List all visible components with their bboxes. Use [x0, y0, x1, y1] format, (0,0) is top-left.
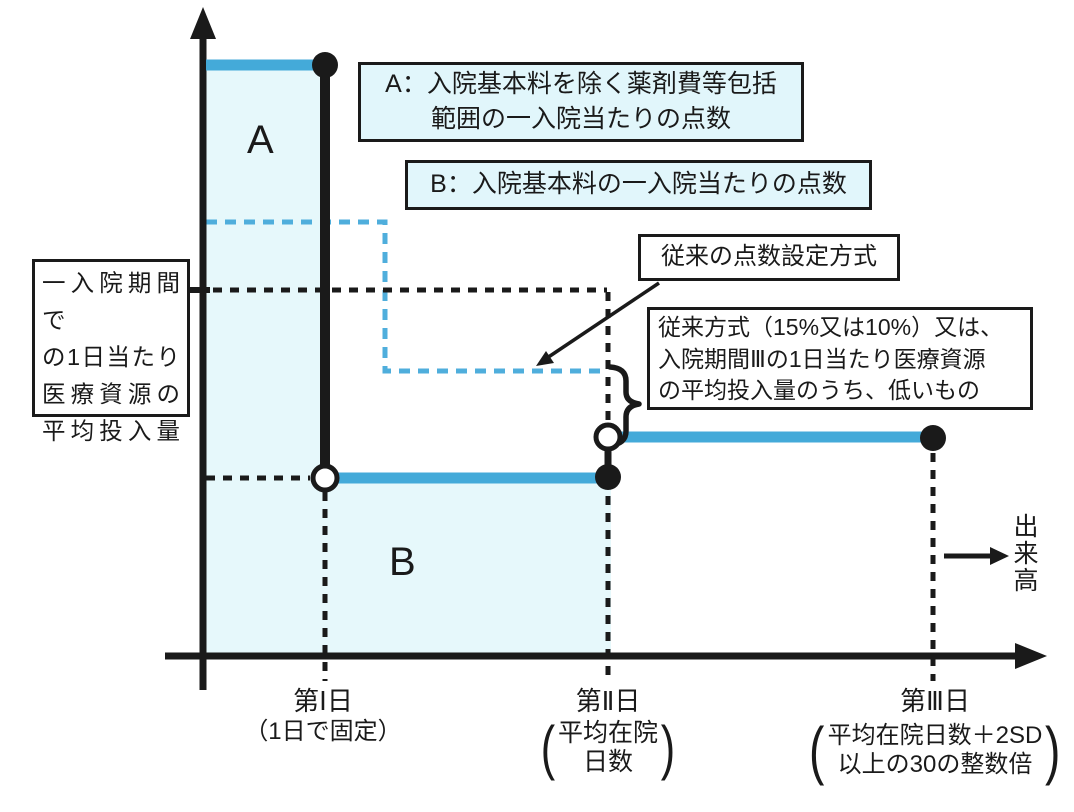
legend-box-a-line1: A：入院基本料を除く薬剤費等包括	[385, 70, 777, 98]
day2-note-line2: 日数	[582, 748, 633, 776]
day2-note-line1: 平均在院	[557, 719, 658, 747]
fee-for-service-label: 出来高	[1010, 513, 1038, 594]
y-axis-label-line1: 一入院期間で	[42, 270, 180, 333]
lower-rule-line3: の平均投入量のうち、低いもの	[658, 377, 980, 403]
x-label-day2-title: 第Ⅱ日	[575, 686, 641, 716]
y-axis-label-line4: 平均投入量	[42, 418, 180, 444]
gap-brace	[607, 364, 642, 448]
day2-close-paren: )	[660, 714, 676, 781]
conventional-arrowhead	[536, 351, 554, 366]
day2-note-lines: 平均在院 日数	[558, 719, 658, 777]
x-label-day2-note: ( 平均在院 日数 )	[518, 718, 698, 778]
x-label-day1: 第Ⅰ日 （1日で固定）	[242, 686, 404, 748]
lower-rule-line2: 入院期間Ⅲの1日当たり医療資源	[658, 345, 986, 372]
day3-note-line1: 平均在院日数＋2SD	[827, 722, 1043, 749]
x-label-day3-note: ( 平均在院日数＋2SD 以上の30の整数倍 )	[790, 718, 1074, 782]
legend-box-b: B：入院基本料の一入院当たりの点数	[405, 160, 872, 210]
lower-rule-line1: 従来方式（15%又は10%）又は、	[658, 314, 1004, 340]
legend-box-a-line2: 範囲の一入院当たりの点数	[430, 105, 731, 133]
y-axis-label-line3: 医療資源の	[42, 381, 180, 407]
region-b-label: B	[389, 540, 416, 584]
x-label-day1-title: 第Ⅰ日	[293, 686, 353, 716]
conventional-step-dashed-line	[206, 219, 607, 374]
x-axis-arrowhead	[1015, 643, 1047, 669]
day3-close-paren: )	[1045, 714, 1061, 786]
x-label-day2: 第Ⅱ日 ( 平均在院 日数 )	[518, 686, 698, 778]
fee-for-service-arrowhead	[990, 547, 1009, 565]
y-axis-label-line2: の1日当たり	[42, 344, 180, 370]
conventional-method-box: 従来の点数設定方式	[638, 234, 900, 281]
day1-open-circle	[310, 463, 340, 493]
day3-note-lines: 平均在院日数＋2SD 以上の30の整数倍	[828, 721, 1043, 779]
day1-top-dot	[312, 52, 338, 78]
region-a-label: A	[247, 118, 274, 162]
lower-rule-box: 従来方式（15%又は10%）又は、 入院期間Ⅲの1日当たり医療資源 の平均投入量…	[647, 307, 1033, 410]
day2-open-circle	[593, 422, 623, 452]
shaded-region	[206, 61, 611, 653]
y-axis-label-box: 一入院期間で の1日当たり 医療資源の 平均投入量	[32, 259, 190, 444]
day2-open-paren: (	[540, 714, 556, 781]
x-label-day1-note: （1日で固定）	[244, 718, 402, 745]
day2-step2-dot	[595, 464, 621, 490]
legend-box-a: A：入院基本料を除く薬剤費等包括 範囲の一入院当たりの点数	[358, 62, 804, 142]
x-label-day3-title: 第Ⅲ日	[900, 686, 970, 716]
conventional-arrow-line	[546, 281, 660, 360]
day3-end-dot	[920, 425, 946, 451]
day3-note-line2: 以上の30の整数倍	[837, 751, 1033, 778]
day3-open-paren: (	[809, 714, 825, 786]
y-axis-arrowhead	[190, 7, 216, 39]
x-label-day3: 第Ⅲ日 ( 平均在院日数＋2SD 以上の30の整数倍 )	[790, 686, 1074, 782]
